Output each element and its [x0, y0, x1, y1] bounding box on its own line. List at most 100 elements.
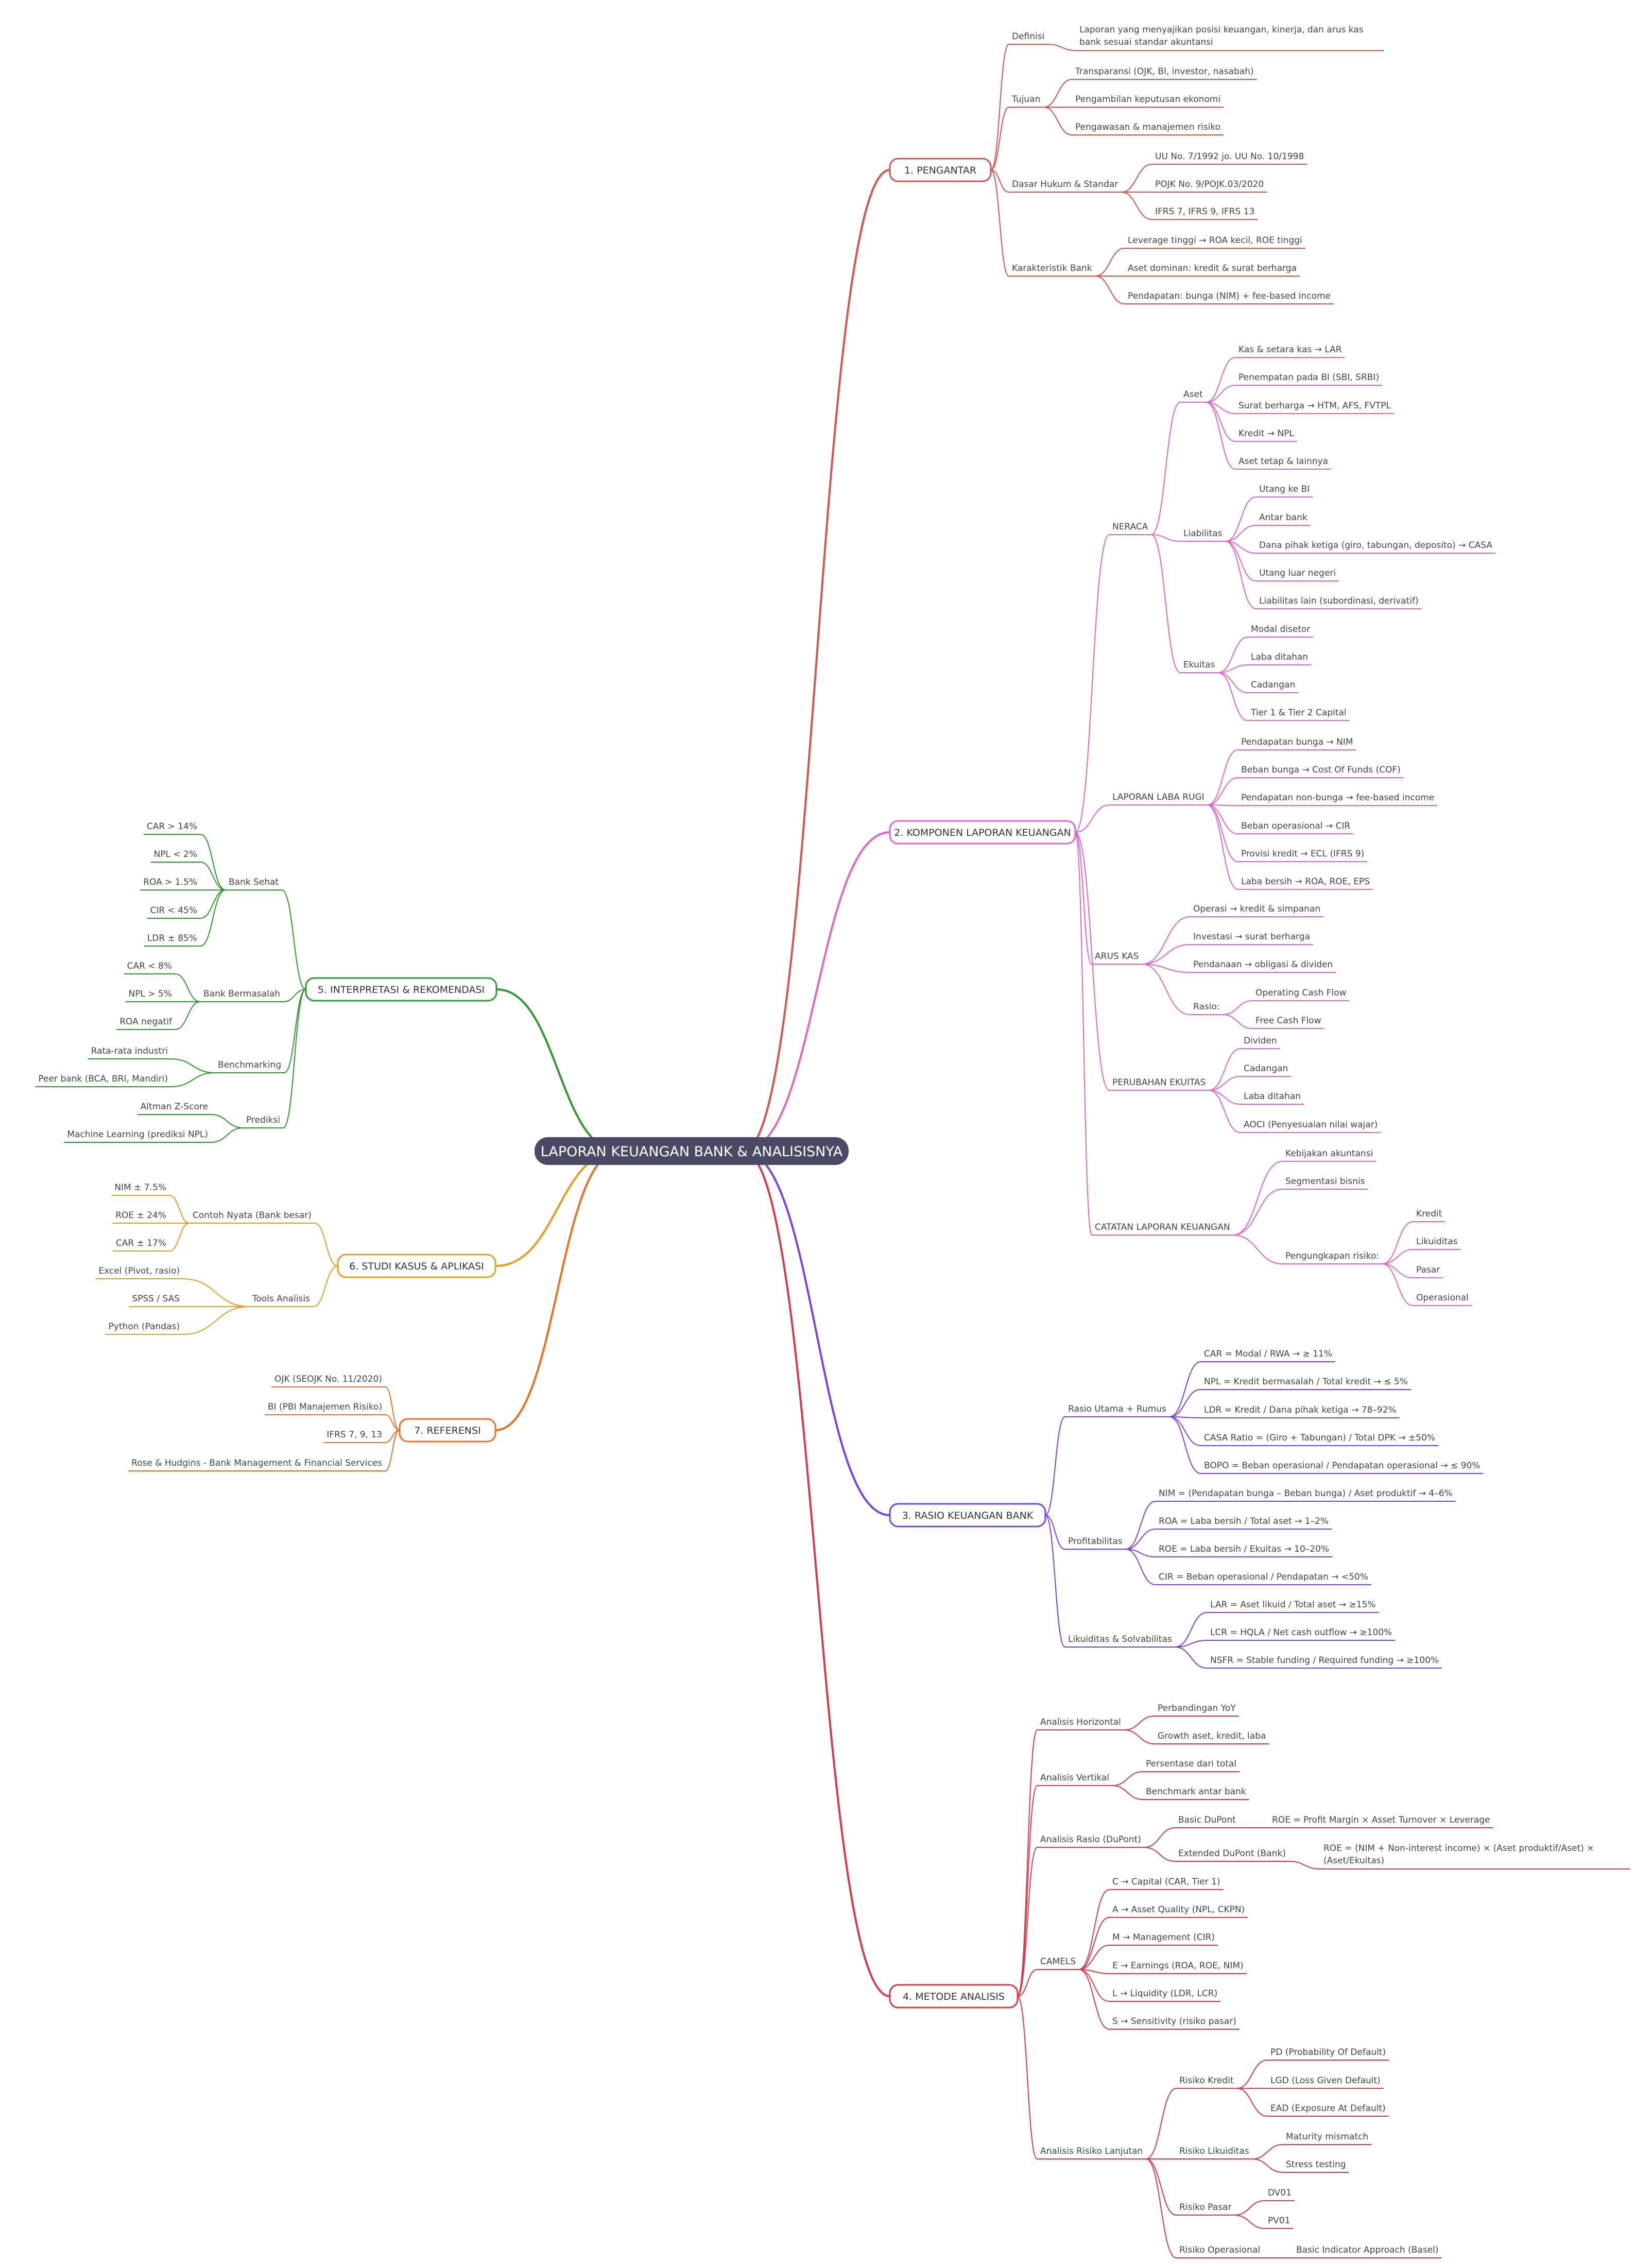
node-leaf[interactable]: Beban operasional → CIR: [1241, 821, 1350, 831]
node-level2[interactable]: Risiko Operasional: [1179, 2245, 1260, 2255]
branch-label[interactable]: 5. INTERPRETASI & REKOMENDASI: [318, 984, 485, 996]
node-leaf[interactable]: ROA > 1.5%: [143, 877, 197, 887]
node-leaf[interactable]: ROE = Profit Margin × Asset Turnover × L…: [1272, 1815, 1490, 1825]
node-level2[interactable]: Pengungkapan risiko:: [1285, 1251, 1379, 1261]
node-leaf[interactable]: Dana pihak ketiga (giro, tabungan, depos…: [1259, 540, 1492, 551]
node-level1[interactable]: Prediksi: [246, 1115, 280, 1125]
node-leaf[interactable]: Tier 1 & Tier 2 Capital: [1250, 708, 1347, 718]
node-leaf[interactable]: Laba ditahan: [1244, 1091, 1301, 1102]
node-leaf[interactable]: CASA Ratio = (Giro + Tabungan) / Total D…: [1204, 1433, 1435, 1443]
node-leaf[interactable]: Python (Pandas): [109, 1322, 180, 1332]
node-leaf[interactable]: Leverage tinggi → ROA kecil, ROE tinggi: [1128, 235, 1302, 246]
node-leaf[interactable]: Modal disetor: [1251, 624, 1310, 634]
node-level1[interactable]: Bank Bermasalah: [203, 989, 280, 999]
node-leaf[interactable]: NIM ± 7.5%: [114, 1182, 166, 1193]
branch-label[interactable]: 1. PENGANTAR: [904, 165, 976, 176]
node-leaf[interactable]: C → Capital (CAR, Tier 1): [1112, 1877, 1220, 1887]
node-leaf[interactable]: NPL = Kredit bermasalah / Total kredit →…: [1204, 1377, 1408, 1387]
node-level1[interactable]: NERACA: [1112, 522, 1148, 532]
node-level1[interactable]: CATATAN LAPORAN KEUANGAN: [1095, 1222, 1230, 1232]
node-leaf[interactable]: Surat berharga → HTM, AFS, FVTPL: [1238, 401, 1391, 411]
node-leaf[interactable]: E → Earnings (ROA, ROE, NIM): [1112, 1961, 1244, 1971]
node-level2[interactable]: Risiko Likuiditas: [1179, 2146, 1249, 2156]
node-level2[interactable]: Extended DuPont (Bank): [1178, 1848, 1286, 1859]
node-level2[interactable]: Rasio:: [1193, 1002, 1220, 1012]
node-leaf[interactable]: NPL > 5%: [129, 989, 172, 999]
node-leaf[interactable]: Beban bunga → Cost Of Funds (COF): [1241, 765, 1401, 775]
branch-label[interactable]: 6. STUDI KASUS & APLIKASI: [349, 1261, 484, 1272]
node-leaf[interactable]: SPSS / SAS: [132, 1294, 180, 1304]
node-level1[interactable]: CAMELS: [1040, 1957, 1076, 1967]
node-leaf[interactable]: Machine Learning (prediksi NPL): [67, 1129, 208, 1140]
node-level1[interactable]: Karakteristik Bank: [1012, 263, 1092, 273]
node-level1[interactable]: Analisis Risiko Lanjutan: [1040, 2146, 1143, 2156]
node-level1[interactable]: Benchmarking: [218, 1060, 281, 1070]
node-leaf[interactable]: ROE = Laba bersih / Ekuitas → 10–20%: [1159, 1544, 1329, 1554]
node-leaf[interactable]: Dividen: [1244, 1036, 1277, 1046]
node-leaf[interactable]: AOCI (Penyesuaian nilai wajar): [1244, 1120, 1378, 1130]
node-leaf[interactable]: CAR ± 17%: [116, 1238, 166, 1248]
node-leaf[interactable]: Aset dominan: kredit & surat berharga: [1128, 263, 1297, 273]
node-level2[interactable]: Ekuitas: [1183, 660, 1215, 670]
node-leaf[interactable]: Rata-rata industri: [91, 1046, 168, 1056]
node-leaf[interactable]: Laporan yang menyajikan posisi keuangan,…: [1079, 25, 1364, 35]
node-level1[interactable]: PERUBAHAN EKUITAS: [1112, 1077, 1206, 1088]
node-leaf[interactable]: LDR = Kredit / Dana pihak ketiga → 78–92…: [1204, 1405, 1397, 1415]
node-leaf[interactable]: L → Liquidity (LDR, LCR): [1112, 1988, 1217, 1999]
node-leaf[interactable]: UU No. 7/1992 jo. UU No. 10/1998: [1155, 151, 1304, 162]
node-leaf[interactable]: CAR > 14%: [147, 821, 197, 832]
node-level1[interactable]: Tools Analisis: [252, 1294, 310, 1304]
branch-label[interactable]: 4. METODE ANALISIS: [903, 1991, 1005, 2002]
node-leaf[interactable]: Kas & setara kas → LAR: [1238, 345, 1342, 355]
node-leaf[interactable]: Cadangan: [1244, 1064, 1288, 1074]
node-level1[interactable]: Definisi: [1012, 31, 1044, 42]
node-leaf[interactable]: Likuiditas: [1416, 1237, 1458, 1247]
node-leaf[interactable]: Operasional: [1416, 1293, 1469, 1303]
node-leaf[interactable]: Benchmark antar bank: [1146, 1787, 1246, 1797]
node-leaf[interactable]: Utang ke BI: [1259, 484, 1310, 494]
node-level1[interactable]: Likuiditas & Solvabilitas: [1068, 1634, 1172, 1644]
node-leaf[interactable]: DV01: [1268, 2188, 1292, 2198]
node-level1[interactable]: Analisis Horizontal: [1040, 1717, 1121, 1727]
node-level1[interactable]: Analisis Vertikal: [1040, 1773, 1109, 1783]
node-level1[interactable]: Analisis Rasio (DuPont): [1040, 1834, 1141, 1845]
node-leaf[interactable]: Kebijakan akuntansi: [1285, 1148, 1373, 1159]
node-leaf[interactable]: IFRS 7, IFRS 9, IFRS 13: [1155, 207, 1254, 217]
node-level2[interactable]: Aset: [1183, 389, 1203, 400]
node-leaf[interactable]: Cadangan: [1251, 680, 1295, 690]
node-leaf[interactable]: Stress testing: [1286, 2159, 1346, 2170]
node-leaf[interactable]: Pendanaan → obligasi & dividen: [1193, 959, 1333, 970]
node-leaf[interactable]: Utang luar negeri: [1259, 568, 1336, 578]
node-leaf[interactable]: LAR = Aset likuid / Total aset → ≥15%: [1210, 1600, 1376, 1610]
node-leaf[interactable]: CAR < 8%: [127, 961, 172, 971]
node-leaf[interactable]: Penempatan pada BI (SBI, SRBI): [1238, 372, 1379, 383]
node-leaf[interactable]: IFRS 7, 9, 13: [326, 1430, 382, 1440]
node-leaf[interactable]: Aset tetap & lainnya: [1238, 456, 1328, 467]
node-leaf[interactable]: Pasar: [1416, 1265, 1440, 1275]
node-leaf[interactable]: Pendapatan non-bunga → fee-based income: [1241, 793, 1434, 803]
node-leaf[interactable]: EAD (Exposure At Default): [1270, 2103, 1386, 2114]
node-leaf[interactable]: LGD (Loss Given Default): [1270, 2076, 1381, 2086]
node-level2[interactable]: Liabilitas: [1183, 528, 1223, 539]
branch-label[interactable]: 2. KOMPONEN LAPORAN KEUANGAN: [894, 827, 1071, 838]
node-leaf[interactable]: Perbandingan YoY: [1158, 1703, 1236, 1713]
node-level2[interactable]: Risiko Pasar: [1179, 2202, 1231, 2212]
node-leaf[interactable]: BOPO = Beban operasional / Pendapatan op…: [1204, 1461, 1480, 1471]
node-leaf[interactable]: Kredit → NPL: [1238, 428, 1294, 439]
node-leaf[interactable]: NIM = (Pendapatan bunga – Beban bunga) /…: [1159, 1488, 1453, 1499]
node-leaf[interactable]: S → Sensitivity (risiko pasar): [1112, 2016, 1236, 2027]
node-leaf[interactable]: bank sesuai standar akuntansi: [1079, 37, 1213, 47]
node-leaf[interactable]: Operating Cash Flow: [1255, 988, 1347, 998]
node-leaf[interactable]: Growth aset, kredit, laba: [1158, 1731, 1266, 1741]
node-leaf[interactable]: A → Asset Quality (NPL, CKPN): [1112, 1905, 1245, 1915]
node-leaf[interactable]: Free Cash Flow: [1255, 1016, 1321, 1026]
node-leaf[interactable]: Kredit: [1416, 1209, 1442, 1219]
node-leaf[interactable]: PD (Probability Of Default): [1270, 2047, 1386, 2057]
branch-label[interactable]: 3. RASIO KEUANGAN BANK: [902, 1510, 1034, 1521]
node-leaf[interactable]: POJK No. 9/POJK.03/2020: [1155, 179, 1264, 190]
node-leaf[interactable]: (Aset/Ekuitas): [1323, 1856, 1384, 1866]
node-level1[interactable]: Contoh Nyata (Bank besar): [193, 1210, 312, 1221]
node-leaf[interactable]: PV01: [1268, 2216, 1290, 2226]
node-leaf[interactable]: Investasi → surat berharga: [1193, 932, 1310, 942]
node-leaf[interactable]: Rose & Hudgins - Bank Management & Finan…: [131, 1458, 382, 1468]
